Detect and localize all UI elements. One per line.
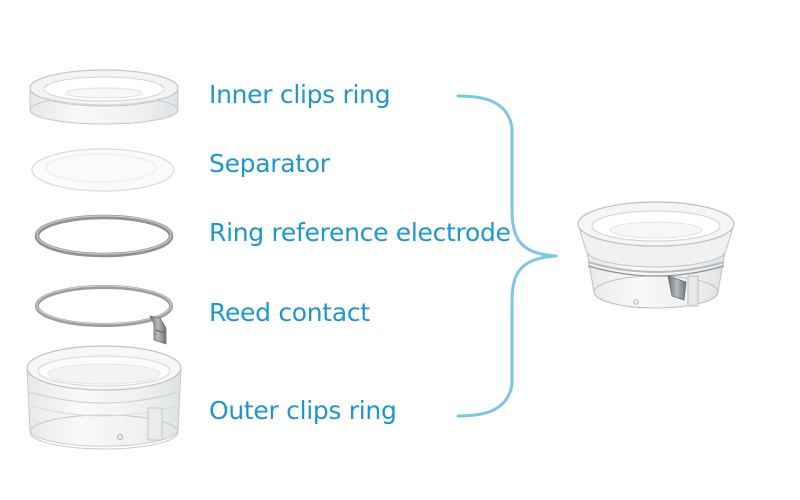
label-reed-contact: Reed contact <box>209 298 370 327</box>
label-inner-clips-ring: Inner clips ring <box>209 80 391 109</box>
reference-electrode-ring-icon <box>34 214 174 258</box>
reed-contact-ring-icon <box>35 285 173 345</box>
label-separator: Separator <box>209 149 330 178</box>
label-ring-reference-electrode: Ring reference electrode <box>209 218 511 247</box>
separator-disc-icon <box>31 148 175 192</box>
inner-clips-ring-icon <box>29 69 179 125</box>
assembly-bracket <box>456 94 558 418</box>
label-outer-clips-ring: Outer clips ring <box>209 396 397 425</box>
outer-clips-ring-icon <box>26 345 182 450</box>
assembled-cell-icon <box>577 201 735 309</box>
